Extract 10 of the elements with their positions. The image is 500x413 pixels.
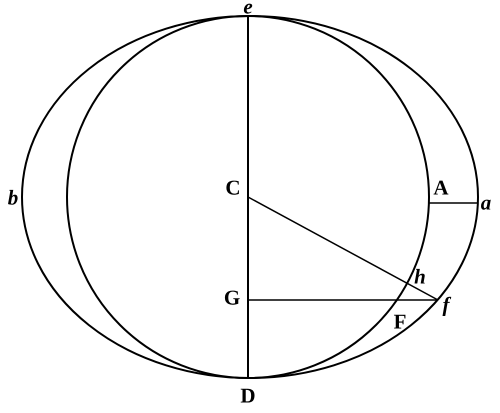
point-label: h [414, 266, 426, 288]
point-label: G [224, 288, 240, 308]
point-label: a [480, 192, 492, 214]
point-label: A [433, 178, 449, 198]
point-label: b [8, 188, 18, 208]
point-label: F [394, 312, 406, 332]
point-label: C [225, 178, 241, 198]
point-label: D [240, 386, 256, 406]
point-label: f [442, 294, 450, 316]
point-label: e [243, 0, 253, 18]
